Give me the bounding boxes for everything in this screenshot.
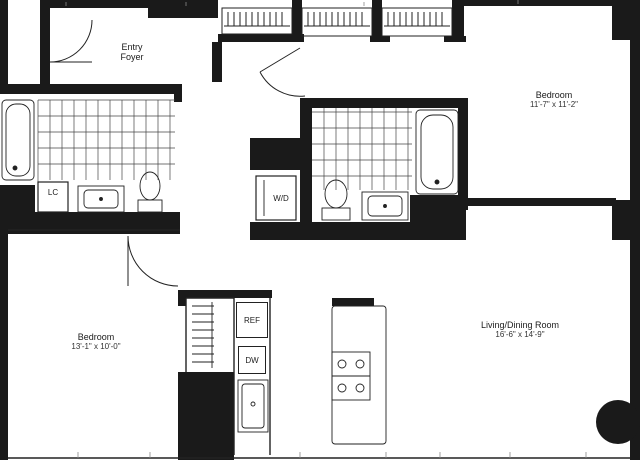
bedroom-b-door-swing <box>127 235 179 287</box>
bathtub-1 <box>1 99 35 181</box>
bedroom-b-label: Bedroom 13'-1" x 10'-0" <box>46 332 146 352</box>
closet-bottom-wall-2 <box>370 36 390 42</box>
entry-door-swing <box>49 19 93 63</box>
bath2-top-wall <box>300 98 468 108</box>
linen-closet-label: LC <box>47 188 59 197</box>
bedroom-a-name: Bedroom <box>535 90 573 100</box>
bedroom-a-label: Bedroom 11'-7" x 11'-2" <box>504 90 604 110</box>
bedroom-b-dims: 13'-1" x 10'-0" <box>71 342 121 352</box>
dishwasher: DW <box>238 346 266 374</box>
top-wall-closet-divider-2 <box>372 0 382 42</box>
bathroom-2 <box>255 108 459 221</box>
bathtub-2 <box>415 109 459 195</box>
linen-closet-box <box>37 181 69 213</box>
left-top-wall <box>0 0 8 90</box>
thin-walls <box>8 229 630 459</box>
bath-top-wall <box>0 84 182 94</box>
entry-label-line2: Foyer <box>120 52 144 63</box>
bathroom-1 <box>1 99 175 213</box>
bedroom-a-bottom-wall <box>466 198 616 206</box>
washer-dryer-box <box>255 175 297 221</box>
island-cap <box>332 298 374 306</box>
bedroom-b-name: Bedroom <box>77 332 115 342</box>
entry-label-line1: Entry <box>121 42 143 52</box>
bath2-left-wall <box>300 98 312 240</box>
tile-grid-1 <box>37 99 175 210</box>
toilet-1 <box>137 171 163 213</box>
kitchen-column <box>178 372 234 460</box>
entry-left-wall <box>40 0 50 90</box>
left-lower-wall <box>0 230 8 460</box>
tile-grid-2 <box>312 108 412 190</box>
washer-dryer-label: W/D <box>273 194 289 203</box>
living-dining-label: Living/Dining Room 16'-6" x 14'-9" <box>462 320 578 340</box>
closets <box>221 7 453 37</box>
bath2-right-wall <box>458 100 468 210</box>
hall-block <box>250 138 306 170</box>
closet-bottom-wall-1 <box>218 34 304 42</box>
living-dining-name: Living/Dining Room <box>480 320 560 330</box>
bath2-corner-block <box>410 195 466 240</box>
bedroom-a-dims: 11'-7" x 11'-2" <box>529 100 578 110</box>
right-lower-block <box>612 200 640 240</box>
living-dining-dims: 16'-6" x 14'-9" <box>495 330 545 340</box>
pantry-shelves <box>192 302 214 368</box>
closet-bottom-wall-3 <box>444 36 466 42</box>
toilet-2 <box>321 179 351 221</box>
top-wall-closet-divider-1 <box>292 0 302 42</box>
top-wall-left <box>40 0 150 8</box>
top-wall-block <box>148 0 218 18</box>
dimension-ticks <box>65 0 587 458</box>
hall-door-swing <box>259 47 306 97</box>
top-wall-right <box>464 0 640 6</box>
doors <box>49 19 306 287</box>
kitchen-left-stub <box>178 290 186 306</box>
vanity-1 <box>77 185 125 213</box>
vanity-2 <box>361 191 409 221</box>
sink-counter <box>237 379 269 433</box>
bath2-bottom-wall <box>250 222 414 240</box>
bath-bottom-wall <box>0 212 180 234</box>
kitchen-island <box>331 305 387 445</box>
kitchen-top-wall <box>178 290 272 298</box>
kitchen <box>192 302 387 445</box>
refrigerator: REF <box>236 302 268 338</box>
bath-top-wall-cap <box>174 90 182 102</box>
entry-foyer-label: Entry Foyer <box>104 42 160 63</box>
top-wall-closet-divider-3 <box>452 0 464 42</box>
corridor-wall <box>212 42 222 82</box>
structural-column <box>596 400 640 444</box>
